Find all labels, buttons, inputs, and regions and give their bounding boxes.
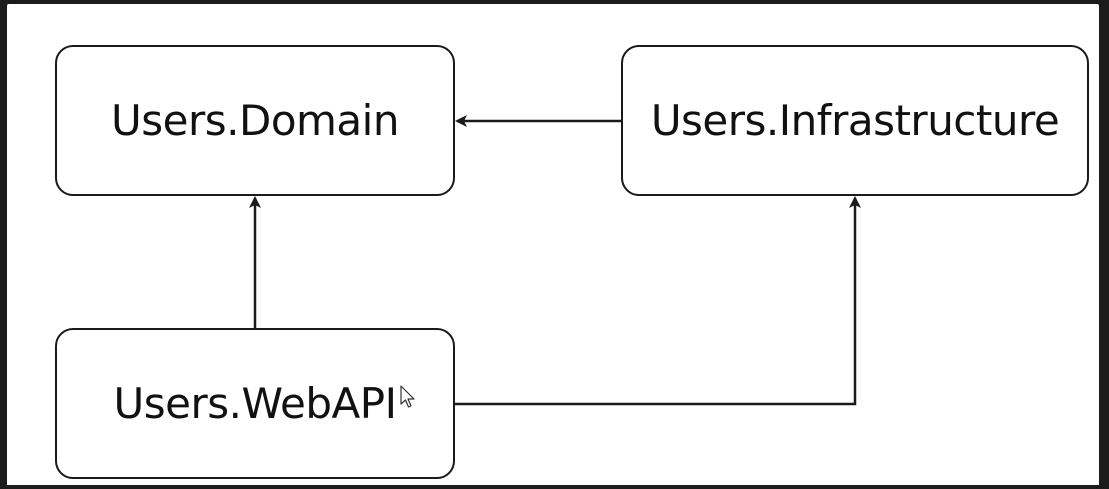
node-label: Users.WebAPI	[113, 379, 397, 428]
node-users-domain[interactable]: Users.Domain	[55, 45, 455, 196]
node-label: Users.Domain	[111, 96, 399, 145]
mouse-pointer-icon	[400, 385, 415, 408]
diagram-canvas: Users.Domain Users.Infrastructure Users.…	[7, 4, 1099, 485]
node-label: Users.Infrastructure	[650, 96, 1060, 145]
node-users-infrastructure[interactable]: Users.Infrastructure	[621, 45, 1089, 196]
edge-webapi-to-infra	[455, 196, 861, 406]
node-users-webapi[interactable]: Users.WebAPI	[55, 328, 455, 479]
